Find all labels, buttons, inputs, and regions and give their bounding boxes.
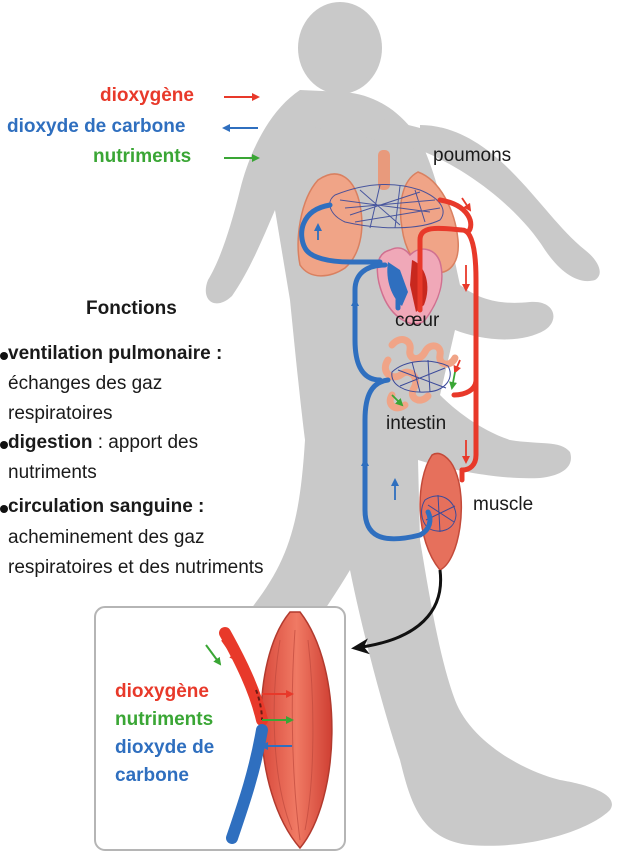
legend-oxygen-label: dioxygène [100,85,194,107]
function-3-line-1: acheminement des gaz [8,527,204,549]
function-1-line-2: respiratoires [8,403,113,425]
function-1-line-1: échanges des gaz [8,373,162,395]
function-2-line: digestion : apport des [8,432,198,454]
legend-arrows [224,97,258,158]
inset-oxygen-label: dioxygène [115,681,209,703]
function-2-title: digestion [8,432,92,453]
legend-nutrients-label: nutriments [93,146,191,168]
bullet-dot [0,352,8,360]
function-3-title: circulation sanguine : [8,496,204,518]
function-2-line-1: nutriments [8,462,97,484]
function-2-inline: : apport des [92,432,198,453]
inset-nutrients-label: nutriments [115,709,213,731]
inset-co2-label-line-1: dioxyde de [115,737,214,759]
function-3-line-2: respiratoires et des nutriments [8,557,264,579]
bullet-dot [0,441,8,449]
legend-co2-label: dioxyde de carbone [7,116,185,138]
label-heart: cœur [395,310,439,332]
inset-co2-label-line-2: carbone [115,765,189,787]
functions-title: Fonctions [86,298,177,320]
bullet-dot [0,505,8,513]
function-1-title: ventilation pulmonaire : [8,343,222,365]
label-intestine: intestin [386,413,446,435]
label-muscle: muscle [473,494,533,516]
label-lungs: poumons [433,145,511,167]
